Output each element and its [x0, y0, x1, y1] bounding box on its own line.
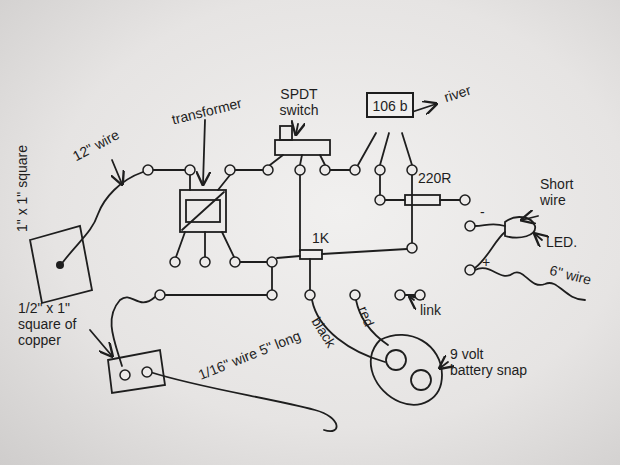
pin — [270, 155, 325, 165]
hole — [407, 243, 417, 253]
part-label: 1" x 1" square — [14, 145, 30, 232]
hole — [120, 370, 130, 380]
pin — [176, 175, 234, 257]
leader-line — [410, 297, 414, 300]
hole — [267, 257, 277, 267]
wire — [63, 172, 143, 262]
part-label: 9 volt battery snap — [450, 346, 528, 378]
wire — [385, 199, 460, 201]
hole — [263, 165, 273, 175]
wire — [150, 372, 337, 431]
leader-line — [522, 216, 538, 220]
part-label: LED. — [546, 234, 577, 250]
hole — [200, 257, 210, 267]
hole — [415, 290, 425, 300]
leader-line — [412, 104, 436, 112]
battery-snap — [386, 350, 406, 370]
part-label: SPDT switch — [270, 86, 328, 118]
hole — [143, 165, 153, 175]
wire — [240, 261, 267, 263]
solder-point — [56, 261, 64, 269]
resistor-symbol — [405, 195, 440, 205]
leader-line — [112, 160, 122, 184]
part-label: Short wire — [540, 176, 588, 208]
copper-plate — [108, 350, 165, 393]
part-label: + — [482, 254, 490, 270]
part-label: link — [420, 302, 441, 318]
part-label: black — [308, 314, 339, 350]
hole — [155, 290, 165, 300]
resistor-symbol — [300, 250, 322, 259]
pin — [358, 133, 412, 165]
hole — [230, 257, 240, 267]
part-label: 1K — [312, 230, 329, 246]
transformer-symbol — [180, 190, 226, 232]
hole — [185, 165, 195, 175]
hole — [375, 165, 385, 175]
part-number: 106 b — [372, 98, 407, 114]
leader-line — [535, 234, 542, 240]
hole — [350, 290, 360, 300]
hole — [320, 165, 330, 175]
hole — [395, 290, 405, 300]
wire — [272, 175, 412, 290]
hole — [225, 165, 235, 175]
switch-symbol — [280, 126, 292, 140]
hole — [460, 195, 470, 205]
hole — [407, 165, 417, 175]
leader-line — [296, 124, 298, 134]
part-label: 1/16" wire 5" long — [196, 327, 303, 383]
part-label: 1/2" x 1" square of copper — [18, 300, 110, 348]
leader-line — [90, 330, 112, 356]
battery-snap — [371, 335, 442, 405]
hole — [295, 165, 305, 175]
component-box: 106 b — [366, 92, 414, 118]
battery-snap — [411, 370, 431, 390]
part-label: 220R — [418, 170, 451, 186]
wire — [277, 249, 407, 258]
transformer-symbol — [182, 192, 224, 230]
part-label: - — [480, 204, 485, 220]
hole — [465, 221, 475, 231]
part-label: 12" wire — [70, 126, 122, 164]
hole — [267, 290, 277, 300]
wire — [165, 294, 415, 296]
hole — [170, 257, 180, 267]
hole — [465, 265, 475, 275]
hole — [142, 367, 152, 377]
part-label: 6" wire — [548, 262, 593, 288]
part-label: transformer — [170, 95, 243, 128]
hole — [305, 290, 315, 300]
leader-line — [203, 120, 205, 184]
switch-symbol — [275, 140, 330, 155]
leader-line — [440, 362, 448, 368]
hole — [350, 165, 360, 175]
part-label: red — [355, 304, 377, 329]
part-label: river — [442, 82, 473, 106]
hole — [375, 195, 385, 205]
led-symbol — [505, 217, 535, 237]
